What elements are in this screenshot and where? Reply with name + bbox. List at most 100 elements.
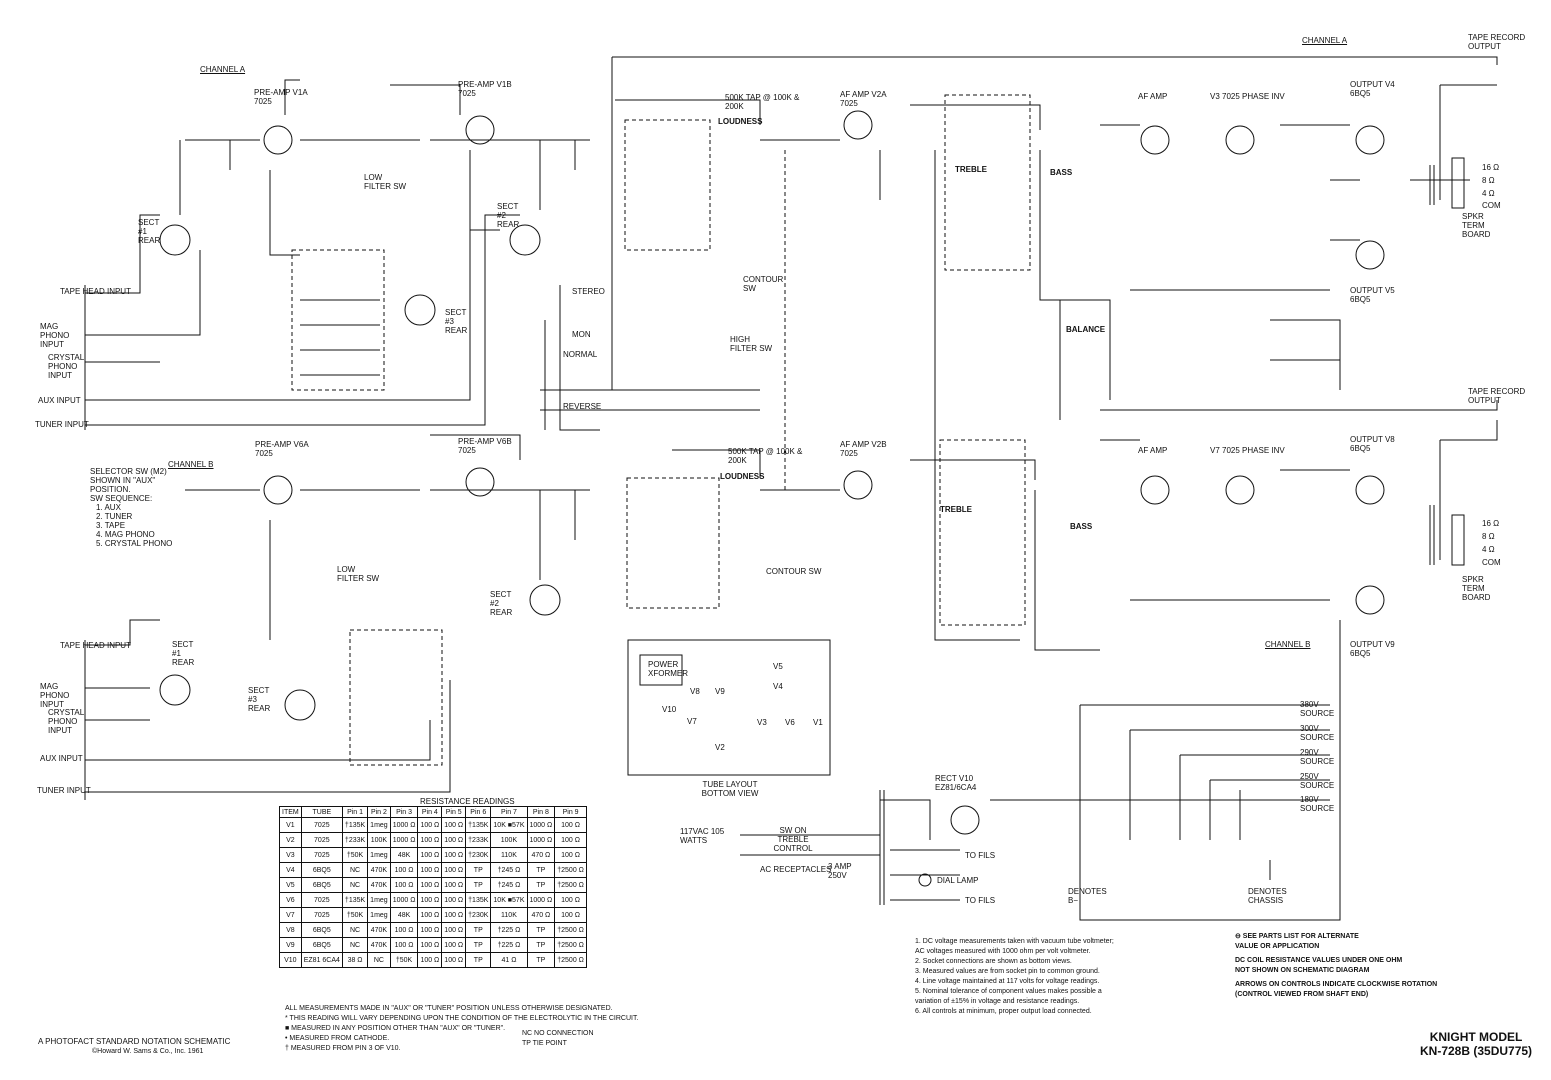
- channel-a-label-left: CHANNEL A: [200, 65, 246, 74]
- table-cell: TP: [526, 877, 556, 893]
- v1a-envelope: [263, 125, 293, 155]
- table-cell: 1000 Ω: [526, 892, 556, 908]
- table-cell: †50K: [341, 847, 369, 863]
- table-cell: 100 Ω: [554, 832, 587, 848]
- table-cell: †135K: [341, 817, 369, 833]
- table-cell: 100 Ω: [417, 832, 443, 848]
- tube-v7a-label: AF AMP: [1138, 446, 1168, 455]
- input-a-aux: AUX INPUT: [38, 396, 81, 405]
- spkr-term-board-b: SPKR TERM BOARD: [1462, 575, 1491, 602]
- v4-envelope: [1355, 125, 1385, 155]
- v2b-envelope: [843, 470, 873, 500]
- treble-a-label: TREBLE: [955, 165, 987, 174]
- layout-v9: V9: [715, 687, 725, 696]
- input-a-tape-head: TAPE HEAD INPUT: [60, 287, 131, 296]
- sw-on-treble: SW ON TREBLE CONTROL: [773, 826, 813, 853]
- loudness-tap-a: 500K TAP @ 100K & 200K: [725, 93, 800, 111]
- table-cell: 7025: [300, 847, 343, 863]
- treble-b-label: TREBLE: [940, 505, 972, 514]
- layout-v10: V10: [662, 705, 677, 714]
- input-b-tuner: TUNER INPUT: [37, 786, 91, 795]
- table-cell: 100 Ω: [554, 892, 587, 908]
- table-cell: TP: [465, 922, 492, 938]
- table-cell: 100 Ω: [441, 877, 467, 893]
- sect3-b-label: SECT #3 REAR: [248, 686, 271, 713]
- table-cell: 110K: [490, 907, 528, 923]
- table-cell: †135K: [465, 817, 492, 833]
- v6a-envelope: [263, 475, 293, 505]
- ac-receptacles: AC RECEPTACLES: [760, 865, 832, 874]
- source-250: 250V SOURCE: [1300, 772, 1335, 790]
- contour-sw-b: CONTOUR SW: [766, 567, 822, 576]
- sect3-switch-a: [404, 294, 436, 326]
- table-cell: TP: [526, 922, 556, 938]
- layout-v6: V6: [785, 718, 795, 727]
- tube-v3a-label: AF AMP: [1138, 92, 1168, 101]
- dial-lamp-symbol: [918, 873, 932, 887]
- table-cell: 6BQ5: [300, 877, 343, 893]
- denotes-b-minus: DENOTES B−: [1068, 887, 1107, 905]
- table-cell: 1meg: [367, 907, 391, 923]
- k3-box: [944, 94, 1031, 271]
- table-cell: 6BQ5: [300, 922, 343, 938]
- table-cell: 7025: [300, 907, 343, 923]
- k5-box: [626, 477, 720, 609]
- table-cell: 100K: [367, 832, 391, 848]
- table-cell: †2500 Ω: [554, 862, 587, 878]
- table-cell: 470K: [367, 922, 391, 938]
- layout-v3: V3: [757, 718, 767, 727]
- input-a-tuner: TUNER INPUT: [35, 420, 89, 429]
- selector-note: SELECTOR SW (M2) SHOWN IN "AUX" POSITION…: [90, 467, 173, 548]
- resistance-col-header: Pin 9: [554, 806, 587, 818]
- v10-envelope: [950, 805, 980, 835]
- spkr-a-8: 8 Ω: [1482, 176, 1495, 185]
- table-cell: 100 Ω: [389, 922, 419, 938]
- tube-v7b-label: V7 7025 PHASE INV: [1210, 446, 1285, 455]
- to-fils-2: TO FILS: [965, 896, 996, 905]
- table-cell: EZ81 6CA4: [300, 952, 343, 968]
- input-b-crystal-phono: CRYSTAL PHONO INPUT: [48, 708, 84, 735]
- spkr-term-a: [1451, 157, 1465, 209]
- sect1-switch-a: [159, 224, 191, 256]
- model-line-2: KN-728B (35DU775): [1420, 1044, 1533, 1058]
- sect3-a-label: SECT #3 REAR: [445, 308, 468, 335]
- table-cell: TP: [465, 862, 492, 878]
- layout-v8: V8: [690, 687, 700, 696]
- table-cell: 100 Ω: [389, 937, 419, 953]
- table-cell: 100 Ω: [441, 952, 467, 968]
- table-cell: 470K: [367, 937, 391, 953]
- table-cell: 470K: [367, 862, 391, 878]
- spkr-b-8: 8 Ω: [1482, 532, 1495, 541]
- layout-v7: V7: [687, 717, 697, 726]
- table-cell: 100 Ω: [417, 877, 443, 893]
- tube-v10-label: RECT V10 EZ81/6CA4: [935, 774, 977, 792]
- table-cell: †50K: [389, 952, 419, 968]
- table-cell: V6: [279, 892, 302, 908]
- table-cell: 470 Ω: [526, 847, 556, 863]
- table-cell: TP: [526, 937, 556, 953]
- table-cell: 48K: [389, 847, 419, 863]
- k4-box: [349, 629, 443, 766]
- mon-label: MON: [572, 330, 591, 339]
- table-cell: TP: [465, 937, 492, 953]
- input-b-tape-head: TAPE HEAD INPUT: [60, 641, 131, 650]
- table-cell: 1000 Ω: [526, 832, 556, 848]
- table-cell: 100 Ω: [441, 937, 467, 953]
- table-cell: 1meg: [367, 817, 391, 833]
- bass-a-label: BASS: [1050, 168, 1073, 177]
- power-xformer-box: [639, 654, 683, 686]
- resistance-col-header: ITEM: [279, 806, 302, 818]
- table-cell: 100 Ω: [417, 952, 443, 968]
- bass-b-label: BASS: [1070, 522, 1093, 531]
- tube-v5-label: OUTPUT V5 6BQ5: [1350, 286, 1395, 304]
- v8-envelope: [1355, 475, 1385, 505]
- spkr-b-4: 4 Ω: [1482, 545, 1495, 554]
- table-cell: 100 Ω: [441, 817, 467, 833]
- table-cell: 100 Ω: [441, 832, 467, 848]
- table-cell: 100 Ω: [554, 907, 587, 923]
- source-380: 380V SOURCE: [1300, 700, 1335, 718]
